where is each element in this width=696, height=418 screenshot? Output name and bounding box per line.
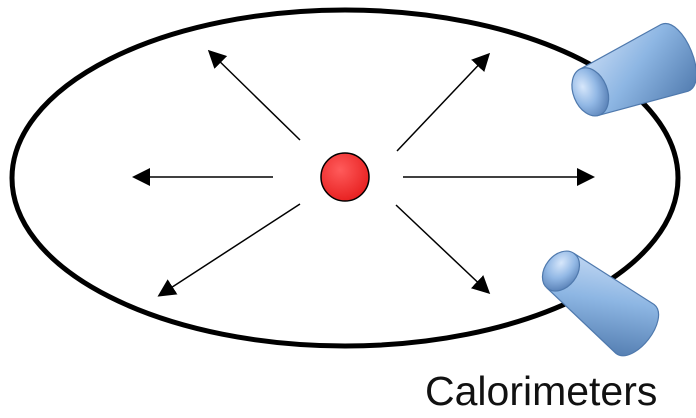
red-source-dot-icon <box>320 152 370 202</box>
particle-arrows <box>132 49 595 297</box>
arrow-down-right <box>395 204 491 295</box>
lower-calorimeter-face-icon <box>541 250 581 292</box>
arrow-up-right <box>396 52 491 152</box>
arrow-down-left <box>157 203 301 297</box>
upper-calorimeter-face-icon <box>571 67 610 117</box>
arrow-up-left <box>207 49 301 141</box>
upper-calorimeter-body-icon <box>580 22 696 116</box>
lower-calorimeter <box>541 250 660 357</box>
detector-ring <box>9 7 681 349</box>
calorimeters-label: Calorimeters <box>425 368 658 414</box>
upper-calorimeter <box>571 22 696 117</box>
